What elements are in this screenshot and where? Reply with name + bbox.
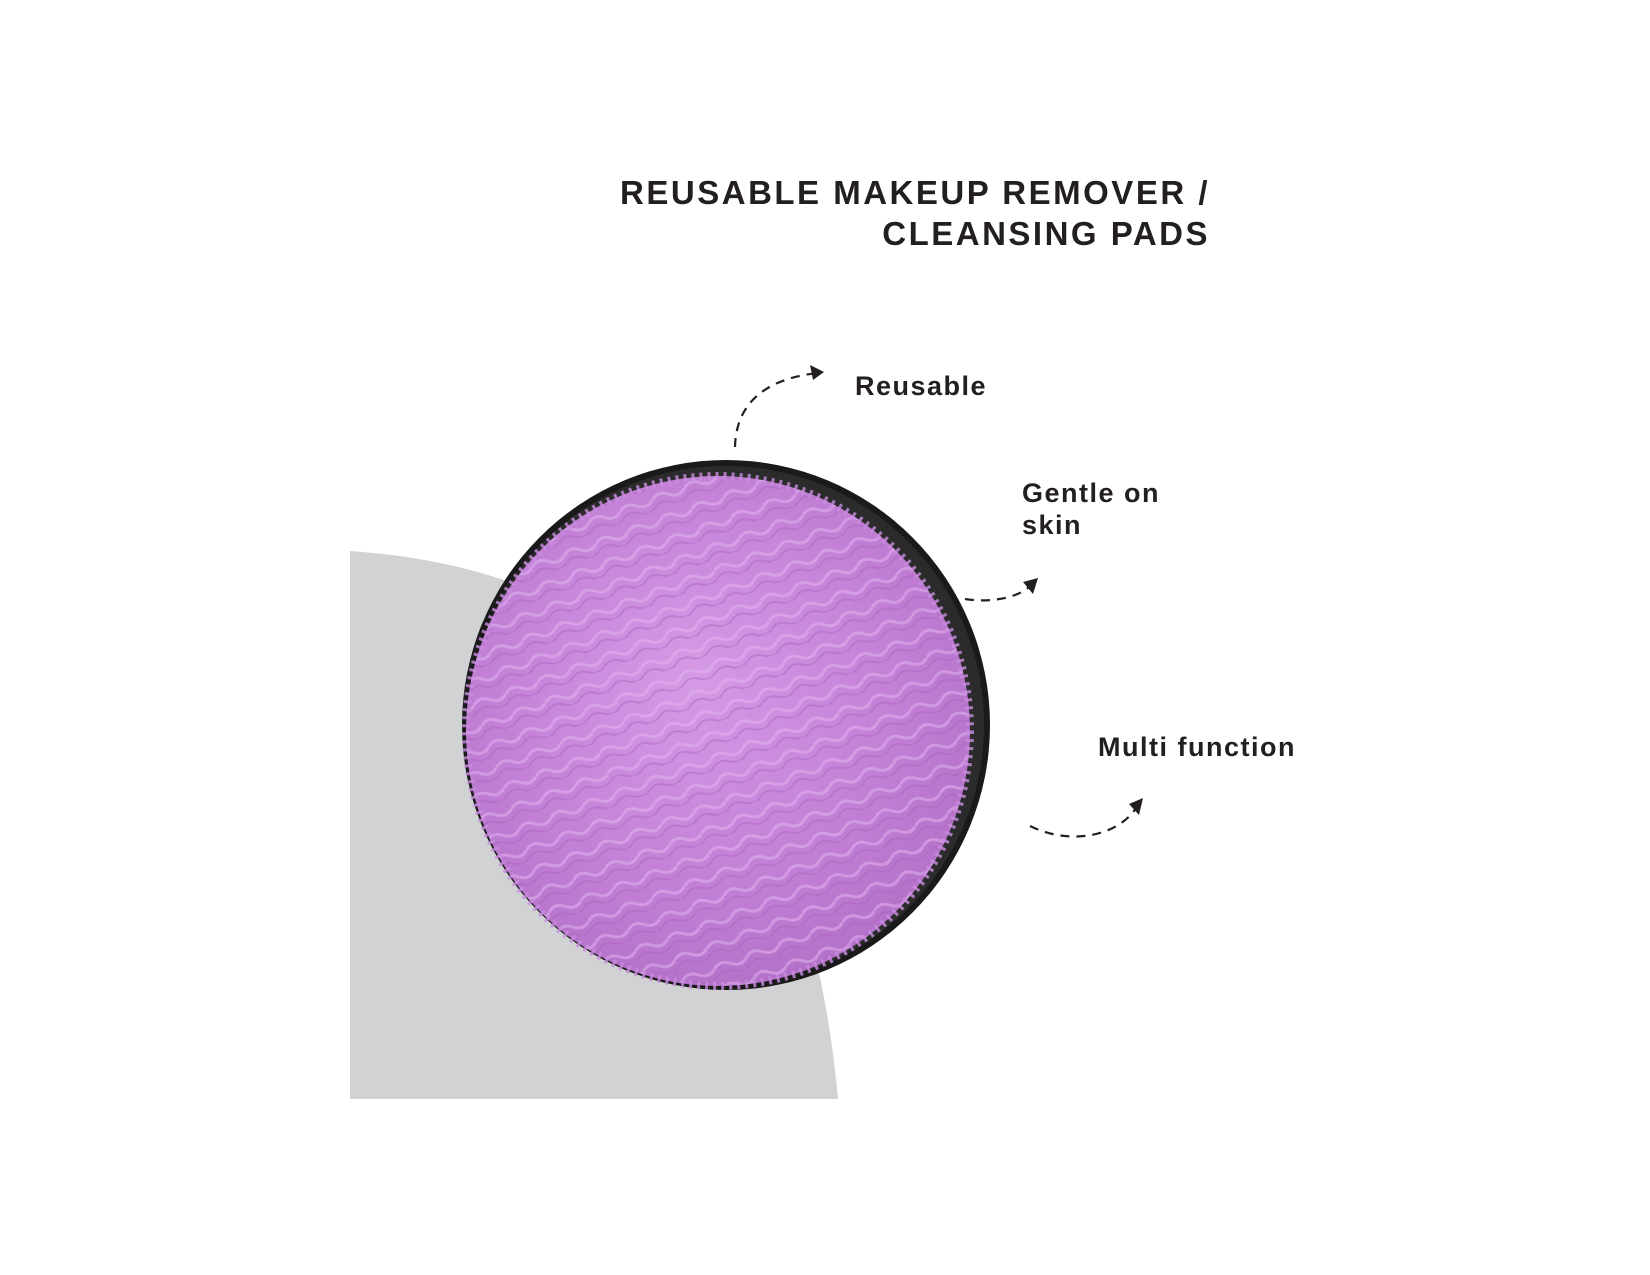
feature-label-gentle: Gentle on skin: [1022, 478, 1161, 540]
title-line-2: CLEANSING PADS: [882, 215, 1210, 252]
feature-label-multi: Multi function: [1098, 732, 1296, 762]
dashed-arrow-icon: [1029, 807, 1137, 838]
dashed-arrow-icon: [1129, 798, 1143, 815]
title-line-1: REUSABLE MAKEUP REMOVER /: [620, 174, 1210, 211]
dashed-arrow-icon: [733, 371, 819, 448]
dashed-arrow-icon: [810, 365, 824, 380]
feature-label-reusable: Reusable: [855, 371, 988, 401]
makeup-pad: [462, 472, 974, 990]
dashed-arrow-icon: [1023, 578, 1038, 594]
dashed-arrow-icon: [964, 585, 1031, 602]
page-title: REUSABLE MAKEUP REMOVER / CLEANSING PADS: [560, 172, 1210, 254]
